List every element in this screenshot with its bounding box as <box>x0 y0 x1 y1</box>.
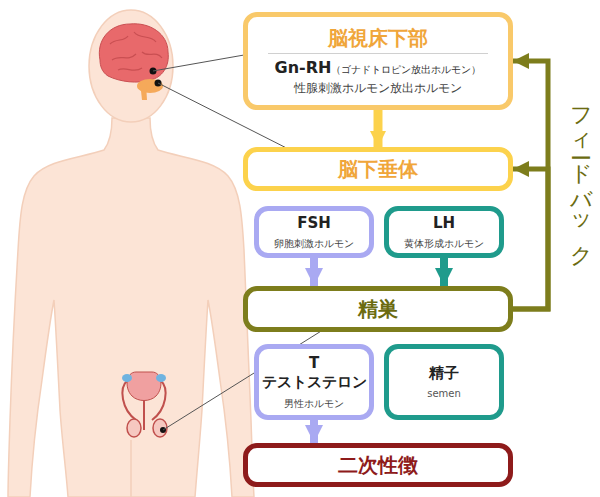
node-title: 脳視床下部 <box>268 26 488 54</box>
hormone-box: LH 黄体形成ホルモン <box>384 206 504 258</box>
organ-box: 精巣 <box>243 286 513 332</box>
hormone-name: 卵胞刺激ホルモン <box>274 238 354 249</box>
product-name: 精子 <box>429 364 459 382</box>
leg-gap <box>130 440 132 497</box>
feedback-arrow <box>513 169 548 309</box>
feedback-label: フィードバック <box>566 92 596 257</box>
text-line: 精巣 <box>358 297 398 321</box>
seminal-left <box>122 374 132 382</box>
text-line: Gn-RH（ゴナドトロピン放出ホルモン） <box>275 58 482 77</box>
organ-box: 脳下垂体 <box>243 147 513 191</box>
text-line: 男性ホルモン <box>284 392 344 411</box>
hormone-abbr: LH <box>433 214 455 232</box>
bladder <box>127 372 161 401</box>
seminal-right <box>156 374 166 382</box>
testis-right <box>153 419 167 437</box>
hormone-name: 性腺刺激ホルモン放出ホルモン <box>294 81 462 95</box>
organ-box: 脳視床下部 Gn-RH（ゴナドトロピン放出ホルモン） 性腺刺激ホルモン放出ホルモン <box>243 12 513 110</box>
text-line: T <box>309 353 319 372</box>
text-line: 二次性徴 <box>338 453 418 477</box>
text-line: FSH <box>297 213 331 232</box>
testis-left <box>127 419 141 437</box>
feedback-arrow <box>513 61 548 309</box>
text-line: 精子 <box>429 363 459 382</box>
hormone-desc: 男性ホルモン <box>284 398 344 409</box>
node-title: 脳下垂体 <box>338 157 418 181</box>
text-line: 黄体形成ホルモン <box>404 232 484 251</box>
outcome-box: 二次性徴 <box>243 443 513 487</box>
product-name: semen <box>427 388 461 399</box>
brain-stem <box>140 82 147 100</box>
text-line: LH <box>433 213 455 232</box>
hormone-name: テストステロン <box>262 373 367 391</box>
hormone-box: FSH 卵胞刺激ホルモン <box>254 206 374 258</box>
flow-arrow <box>310 420 318 443</box>
hormone-abbr: Gn-RH <box>275 58 332 77</box>
flow-arrow <box>440 258 448 286</box>
head <box>89 10 173 122</box>
text-line: 卵胞刺激ホルモン <box>274 232 354 251</box>
brain <box>99 24 168 82</box>
text-line: 脳視床下部 <box>268 26 488 58</box>
text-line: semen <box>427 382 461 401</box>
hormone-abbr: T <box>309 354 319 372</box>
text-line: 性腺刺激ホルモン放出ホルモン <box>294 77 462 96</box>
hormone-name: （ゴナドトロピン放出ホルモン） <box>331 64 481 75</box>
text-line: テストステロン <box>262 372 367 391</box>
brain-gyri <box>110 32 162 70</box>
hormone-abbr: FSH <box>297 214 331 232</box>
flow-arrow <box>374 110 383 147</box>
hormone-name: 黄体形成ホルモン <box>404 238 484 249</box>
hormone-box: Tテストステロン男性ホルモン <box>254 344 374 420</box>
node-title: 二次性徴 <box>338 453 418 477</box>
text-line: 脳下垂体 <box>338 157 418 181</box>
node-title: 精巣 <box>358 297 398 321</box>
product-box: 精子 semen <box>384 344 504 420</box>
body-silhouette <box>8 118 254 497</box>
flow-arrow <box>310 258 318 286</box>
